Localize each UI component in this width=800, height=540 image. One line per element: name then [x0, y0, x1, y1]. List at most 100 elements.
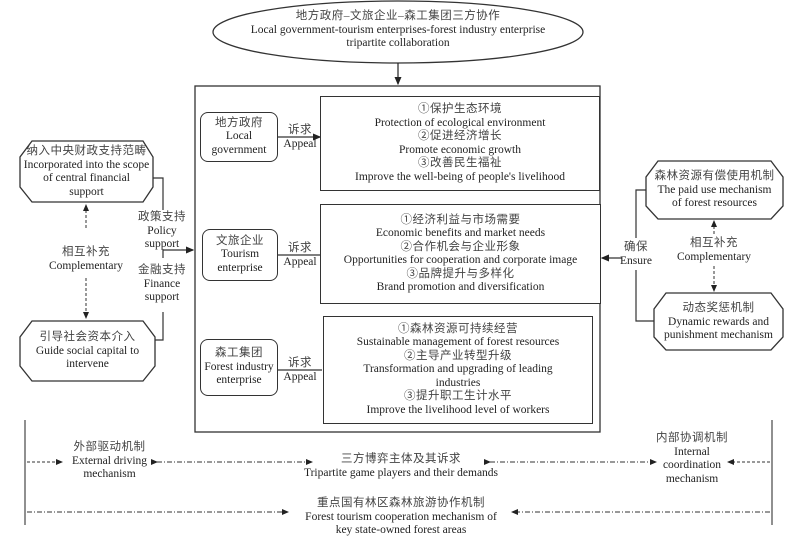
box-en: of forest resources	[672, 197, 757, 209]
policy-en: Policy	[147, 224, 177, 237]
left-top-octagon	[19, 140, 154, 203]
box-en: support	[69, 185, 104, 198]
left-bottom-box-text: 引导社会资本介入 Guide social capital to interve…	[20, 331, 155, 372]
player-en: government	[211, 143, 267, 156]
demand-zh: ③品牌提升与多样化	[406, 267, 515, 280]
demands-forest-industry-enterprise: ①森林资源可持续经营 Sustainable management of for…	[323, 316, 593, 424]
complementary-en: Complementary	[48, 259, 124, 272]
player-en: Tourism	[220, 248, 260, 261]
complementary-en: Complementary	[676, 250, 752, 263]
right-bottom-octagon	[653, 292, 784, 351]
finance-en: support	[144, 291, 180, 303]
external-en: mechanism	[83, 468, 136, 480]
player-en: enterprise	[217, 261, 263, 274]
appeal-label-2: 诉求 Appeal	[280, 242, 320, 269]
right-complementary-label: 相互补充 Complementary	[674, 237, 754, 264]
internal-en: coordination	[662, 459, 722, 471]
ensure-connector-top	[635, 189, 646, 238]
policy-zh: 政策支持	[138, 211, 186, 223]
right-bottom-box-text: 动态奖惩机制 Dynamic rewards and punishment me…	[654, 302, 783, 343]
demands-local-government: ①保护生态环境 Protection of ecological environ…	[320, 96, 600, 191]
finance-support-connector	[155, 312, 164, 341]
top-title: 地方政府–文旅企业–森工集团三方协作 Local government-tour…	[213, 10, 583, 51]
demand-zh: ③改善民生福祉	[418, 157, 502, 169]
finance-zh: 金融支持	[138, 264, 186, 276]
box-zh: 引导社会资本介入	[39, 331, 136, 343]
demand-zh: ②促进经济增长	[418, 130, 502, 142]
player-zh: 森工集团	[215, 347, 263, 360]
overall-en: key state-owned forest areas	[335, 524, 467, 536]
policy-support-label: 政策支持 Policy support	[134, 211, 190, 252]
policy-support-connector	[153, 177, 164, 210]
box-zh: 纳入中央财政支持范畴	[26, 145, 147, 157]
demand-zh: ①森林资源可持续经营	[398, 322, 518, 335]
appeal-label-3: 诉求 Appeal	[280, 357, 320, 384]
external-driving-label: 外部驱动机制 External driving mechanism	[62, 441, 157, 482]
box-zh: 森林资源有偿使用机制	[654, 170, 775, 182]
right-top-box-text: 森林资源有偿使用机制 The paid use mechanism of for…	[646, 170, 783, 211]
box-en: of central financial	[43, 172, 130, 184]
demand-en: industries	[435, 376, 481, 389]
ensure-connector-bottom	[635, 270, 654, 322]
appeal-zh: 诉求	[288, 124, 312, 136]
demand-zh: ①经济利益与市场需要	[400, 213, 521, 226]
demands-tourism-enterprise: ①经济利益与市场需要 Economic benefits and market …	[320, 204, 601, 304]
complementary-zh: 相互补充	[62, 246, 110, 258]
box-en: punishment mechanism	[664, 329, 773, 341]
ensure-label: 确保 Ensure	[616, 241, 656, 268]
player-en: enterprise	[216, 374, 262, 387]
policy-en: support	[144, 238, 180, 250]
player-en: Local	[225, 130, 253, 143]
demand-en: Opportunities for cooperation and corpor…	[343, 254, 578, 266]
ensure-en: Ensure	[620, 254, 652, 267]
player-zh: 文旅企业	[216, 234, 264, 247]
box-en: Dynamic rewards and	[668, 315, 769, 328]
overall-mechanism-label: 重点国有林区森林旅游协作机制 Forest tourism cooperatio…	[290, 497, 512, 538]
box-en: Guide social capital to	[35, 344, 140, 357]
overall-zh: 重点国有林区森林旅游协作机制	[317, 497, 485, 509]
player-zh: 地方政府	[215, 116, 263, 129]
support-to-main-connector	[162, 246, 195, 258]
appeal-label-1: 诉求 Appeal	[280, 124, 320, 151]
appeal-en: Appeal	[283, 370, 317, 383]
appeal-en: Appeal	[283, 255, 317, 268]
top-title-en-2: tripartite collaboration	[346, 37, 450, 49]
player-local-government: 地方政府 Local government	[200, 112, 278, 162]
appeal-en: Appeal	[283, 137, 317, 150]
internal-en: Internal	[674, 445, 710, 458]
ensure-zh: 确保	[624, 241, 648, 253]
demand-zh: ①保护生态环境	[418, 103, 502, 115]
tripartite-zh: 三方博弈主体及其诉求	[341, 453, 461, 465]
internal-zh: 内部协调机制	[656, 432, 728, 444]
external-zh: 外部驱动机制	[73, 441, 146, 453]
demand-en: Economic benefits and market needs	[375, 227, 546, 239]
internal-coordination-label: 内部协调机制 Internal coordination mechanism	[654, 432, 730, 486]
tripartite-en: Tripartite game players and their demand…	[303, 466, 499, 479]
right-top-octagon	[645, 160, 784, 220]
top-title-zh: 地方政府–文旅企业–森工集团三方协作	[295, 10, 501, 22]
finance-en: Finance	[143, 277, 181, 290]
demand-en: Brand promotion and diversification	[376, 281, 545, 293]
box-en: The paid use mechanism	[657, 183, 772, 196]
demand-zh: ②主导产业转型升级	[404, 349, 512, 362]
internal-en: mechanism	[665, 472, 719, 485]
demand-en: Sustainable management of forest resourc…	[356, 336, 560, 349]
top-title-en-1: Local government-tourism enterprises-for…	[250, 23, 546, 36]
left-bottom-octagon	[19, 320, 156, 382]
demand-en: Improve the well-being of people's livel…	[355, 170, 565, 183]
box-zh: 动态奖惩机制	[682, 302, 755, 314]
box-en: Incorporated into the scope	[23, 158, 150, 171]
player-tourism-enterprise: 文旅企业 Tourism enterprise	[202, 229, 278, 281]
player-forest-industry-enterprise: 森工集团 Forest industry enterprise	[200, 339, 278, 396]
appeal-zh: 诉求	[288, 357, 312, 369]
external-en: External driving	[71, 454, 148, 467]
demand-en: Protection of ecological environment	[374, 116, 546, 129]
player-en: Forest industry	[204, 360, 274, 373]
overall-en: Forest tourism cooperation mechanism of	[305, 510, 497, 523]
left-complementary-label: 相互补充 Complementary	[46, 246, 126, 273]
demand-en: Promote economic growth	[398, 143, 521, 156]
appeal-zh: 诉求	[288, 242, 312, 254]
demand-zh: ②合作机会与企业形象	[400, 240, 521, 253]
tripartite-label: 三方博弈主体及其诉求 Tripartite game players and t…	[290, 453, 512, 480]
